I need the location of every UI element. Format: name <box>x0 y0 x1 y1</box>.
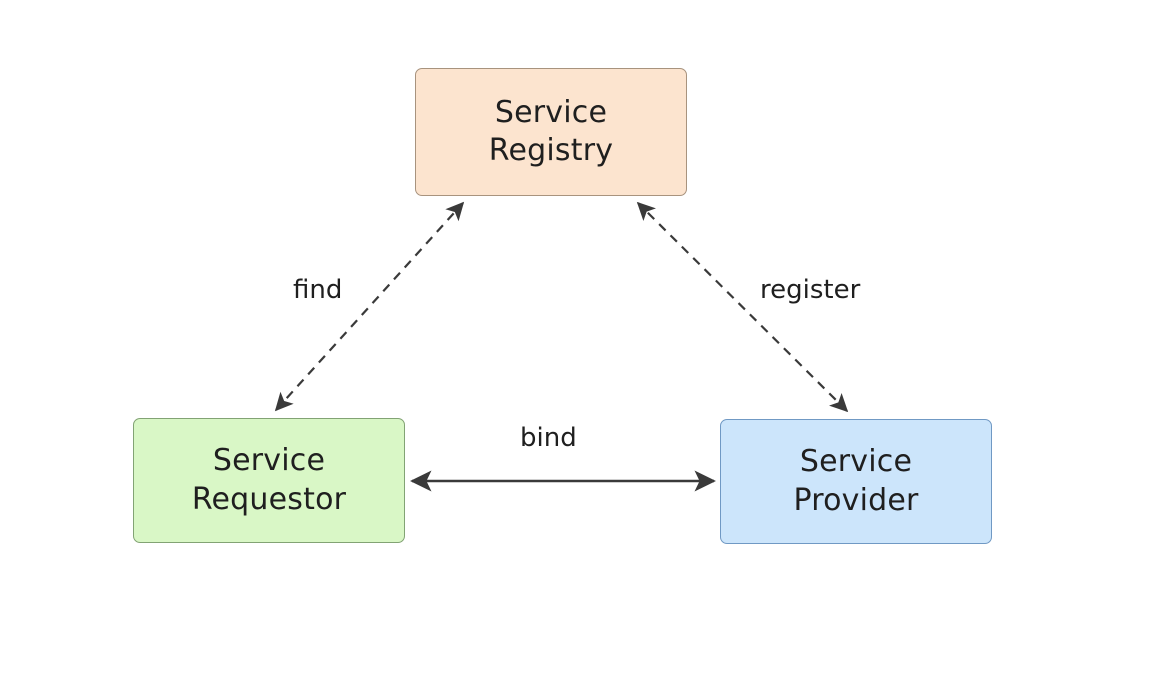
edge-register <box>636 201 849 413</box>
node-requestor-line-1: Service <box>212 443 326 479</box>
node-provider-line-1: Service <box>799 444 913 480</box>
edge-find <box>274 201 465 412</box>
edge-label-find: find <box>288 274 348 306</box>
node-service-requestor[interactable]: Service Requestor <box>133 418 405 543</box>
edge-label-register: register <box>755 274 866 306</box>
node-service-provider[interactable]: Service Provider <box>720 419 992 544</box>
node-service-registry[interactable]: Service Registry <box>415 68 687 196</box>
node-provider-line-2: Provider <box>793 482 919 518</box>
edge-label-bind: bind <box>515 422 582 454</box>
node-registry-line-1: Service <box>494 94 608 130</box>
node-registry-line-2: Registry <box>488 133 614 168</box>
node-requestor-line-2: Requestor <box>191 481 347 517</box>
